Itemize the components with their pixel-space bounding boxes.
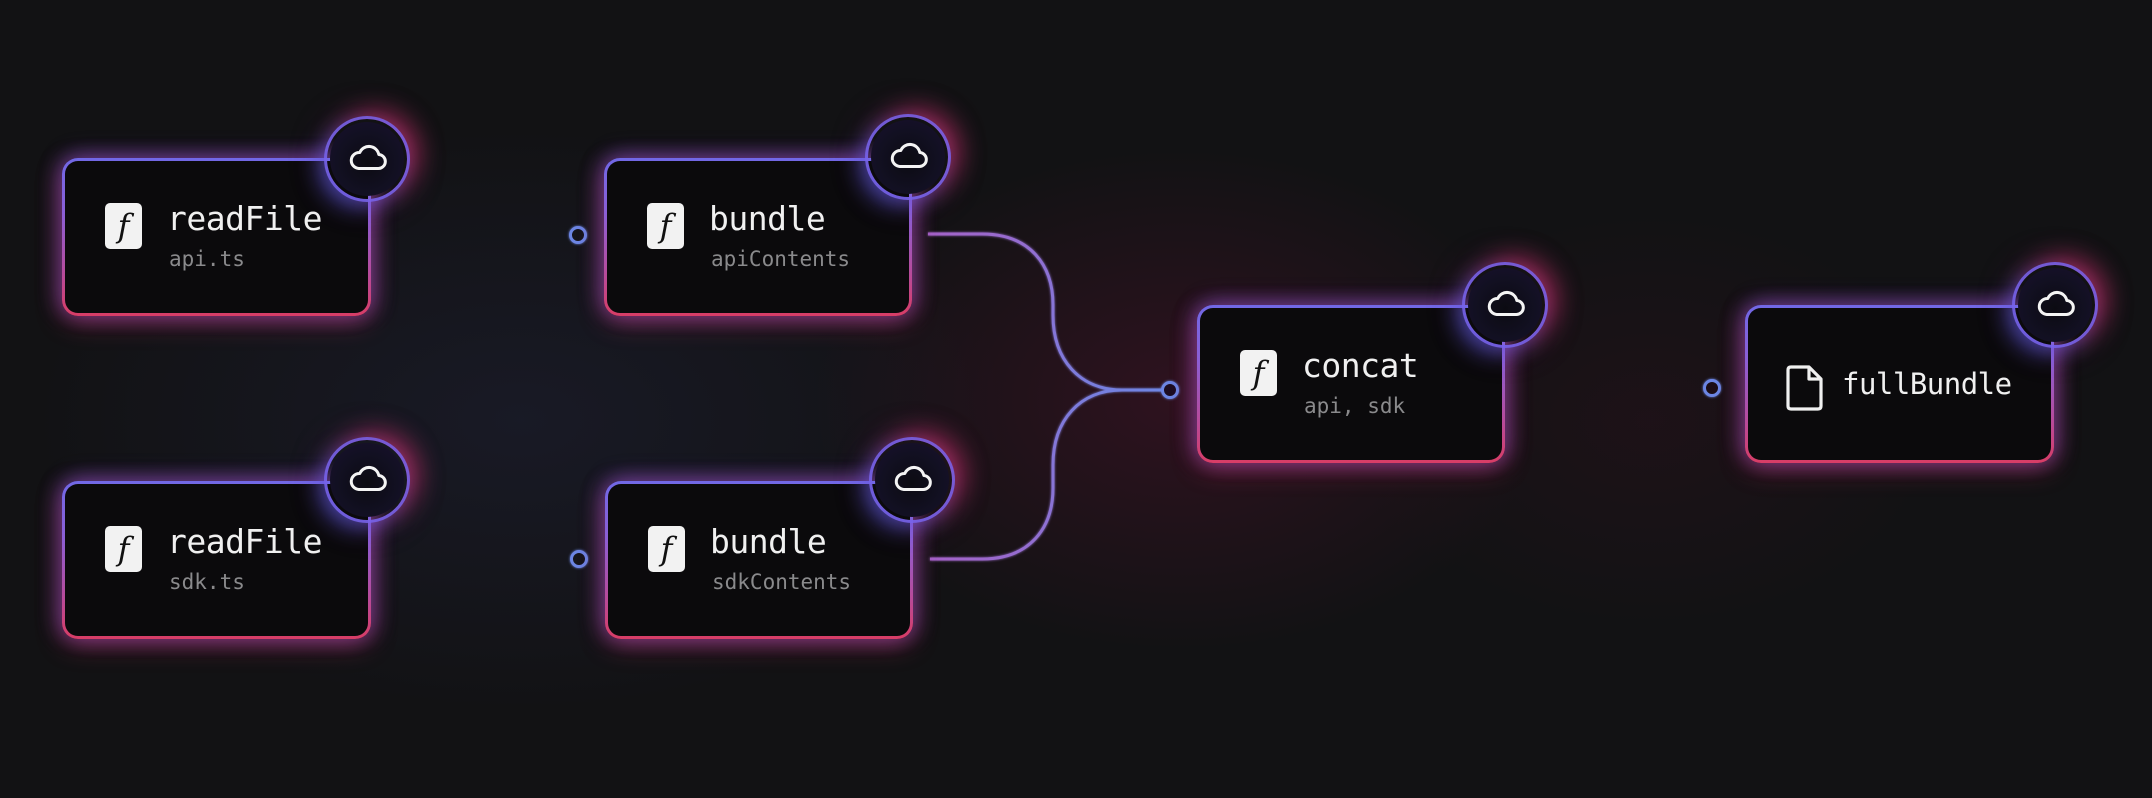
function-icon: f — [647, 203, 684, 249]
node-concat[interactable]: f concat api, sdk — [1197, 305, 1505, 463]
node-body: f bundle sdkContents — [608, 484, 910, 636]
function-icon: f — [105, 526, 142, 572]
node-subtitle: apiContents — [711, 247, 851, 271]
input-port-fullbundle[interactable] — [1703, 379, 1721, 397]
node-subtitle: api.ts — [169, 247, 245, 271]
node-body: f readFile api.ts — [65, 161, 368, 313]
node-title: bundle — [709, 199, 826, 238]
node-readfile-sdk[interactable]: f readFile sdk.ts — [62, 481, 371, 639]
cloud-badge-readfile-api[interactable] — [327, 119, 407, 199]
cloud-icon — [349, 144, 387, 170]
node-readfile-api[interactable]: f readFile api.ts — [62, 158, 371, 316]
cloud-badge-bundle-sdk[interactable] — [872, 440, 952, 520]
edge-bundle-api-to-concat — [928, 232, 1162, 392]
node-fullbundle[interactable]: fullBundle — [1745, 305, 2054, 463]
cloud-icon — [349, 465, 387, 491]
node-subtitle: sdkContents — [712, 570, 852, 594]
node-body: fullBundle — [1748, 308, 2051, 460]
function-icon: f — [1240, 350, 1277, 396]
node-title: bundle — [710, 522, 827, 561]
cloud-icon — [2037, 290, 2075, 316]
cloud-badge-fullbundle[interactable] — [2015, 265, 2095, 345]
node-body: f readFile sdk.ts — [65, 484, 368, 636]
input-port-bundle-api[interactable] — [569, 226, 587, 244]
cloud-icon — [1487, 290, 1525, 316]
cloud-badge-concat[interactable] — [1465, 265, 1545, 345]
node-bundle-sdk[interactable]: f bundle sdkContents — [605, 481, 913, 639]
node-bundle-api[interactable]: f bundle apiContents — [604, 158, 912, 316]
file-icon — [1786, 365, 1823, 411]
cloud-badge-readfile-sdk[interactable] — [327, 440, 407, 520]
cloud-badge-bundle-api[interactable] — [868, 117, 948, 197]
input-port-bundle-sdk[interactable] — [570, 550, 588, 568]
cloud-icon — [890, 142, 928, 168]
function-icon: f — [648, 526, 685, 572]
node-title: fullBundle — [1842, 367, 2012, 401]
edge-bundle-sdk-to-concat — [930, 388, 1123, 561]
cloud-icon — [894, 465, 932, 491]
function-icon: f — [105, 203, 142, 249]
node-body: f concat api, sdk — [1200, 308, 1502, 460]
node-title: readFile — [167, 199, 322, 238]
node-subtitle: sdk.ts — [169, 570, 245, 594]
node-subtitle: api, sdk — [1304, 394, 1406, 418]
input-port-concat[interactable] — [1161, 381, 1179, 399]
node-title: concat — [1302, 346, 1419, 385]
node-title: readFile — [167, 522, 322, 561]
node-body: f bundle apiContents — [607, 161, 909, 313]
